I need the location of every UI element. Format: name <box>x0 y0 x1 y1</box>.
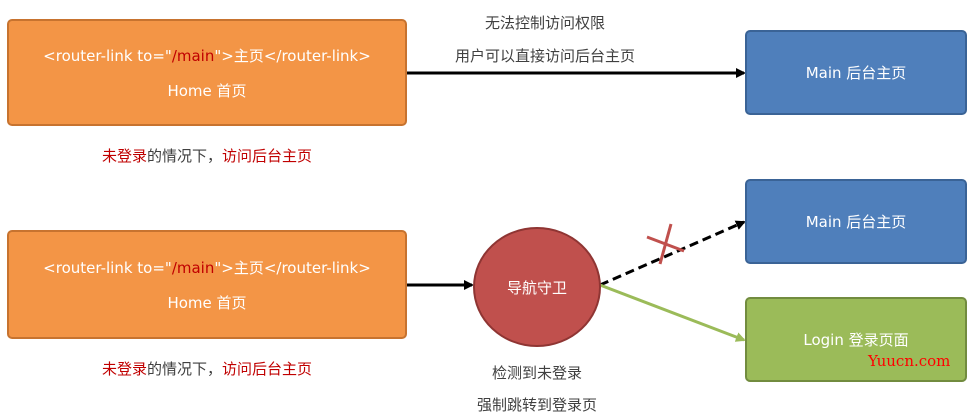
router-link-code: <router-link to="/main">主页</router-link> <box>43 258 371 277</box>
guard-note-1: 检测到未登录 <box>491 364 582 382</box>
top-caption: 未登录的情况下，访问后台主页 <box>101 147 313 165</box>
arrow-guard-to-main-blocked <box>599 220 746 287</box>
arrow-note-2: 用户可以直接访问后台主页 <box>454 47 635 65</box>
home-box-bottom: <router-link to="/main">主页</router-link>… <box>7 230 407 339</box>
blocked-cross-icon <box>646 223 685 265</box>
home-label: Home 首页 <box>167 293 247 312</box>
route-path: /main <box>171 258 215 277</box>
router-link-code: <router-link to="/main">主页</router-link> <box>43 46 371 65</box>
home-label: Home 首页 <box>167 81 247 100</box>
main-box-top: Main 后台主页 <box>745 30 967 115</box>
route-path: /main <box>171 46 215 65</box>
arrow-note-1: 无法控制访问权限 <box>484 14 605 32</box>
navigation-guard: 导航守卫 <box>473 227 601 347</box>
guard-note-2: 强制跳转到登录页 <box>476 396 597 414</box>
login-box: Login 登录页面 <box>745 297 967 382</box>
main-box-bottom: Main 后台主页 <box>745 179 967 264</box>
watermark: Yuucn.com <box>868 352 951 370</box>
home-box-top: <router-link to="/main">主页</router-link>… <box>7 19 407 126</box>
arrow-guard-to-login <box>599 283 746 342</box>
bottom-caption: 未登录的情况下，访问后台主页 <box>101 360 313 378</box>
